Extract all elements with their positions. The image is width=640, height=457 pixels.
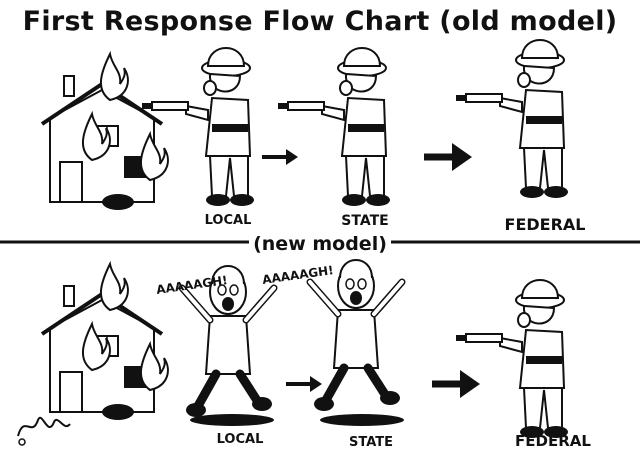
label-federal-top: FEDERAL	[504, 215, 586, 234]
label-local-top: LOCAL	[204, 213, 252, 228]
label-state-bottom: STATE	[348, 435, 394, 450]
divider-label-text: (new model)	[249, 233, 391, 255]
shadow-state	[320, 414, 404, 426]
shadow-local	[190, 414, 274, 426]
flame-roof-bottom	[99, 263, 129, 311]
arrow-new-local-to-state	[284, 374, 324, 394]
flame-roof-top	[99, 53, 129, 101]
label-local-bottom: LOCAL	[216, 432, 264, 447]
firefighter-federal-top	[455, 39, 569, 199]
firefighter-state-top	[277, 47, 391, 207]
cartoon-title: First Response Flow Chart (old model)	[22, 6, 618, 37]
artist-signature-mark	[17, 416, 71, 446]
arrow-new-state-to-federal	[432, 370, 480, 398]
firefighter-local-top	[141, 47, 255, 207]
arrow-state-to-federal	[424, 143, 472, 171]
label-state-top: STATE	[341, 213, 389, 229]
divider-label: (new model)	[0, 233, 640, 255]
label-federal-bottom: FEDERAL	[515, 432, 591, 450]
arrow-local-to-state	[260, 147, 300, 167]
firefighter-federal-bottom	[455, 279, 569, 439]
panicking-firefighter-state	[310, 260, 402, 411]
